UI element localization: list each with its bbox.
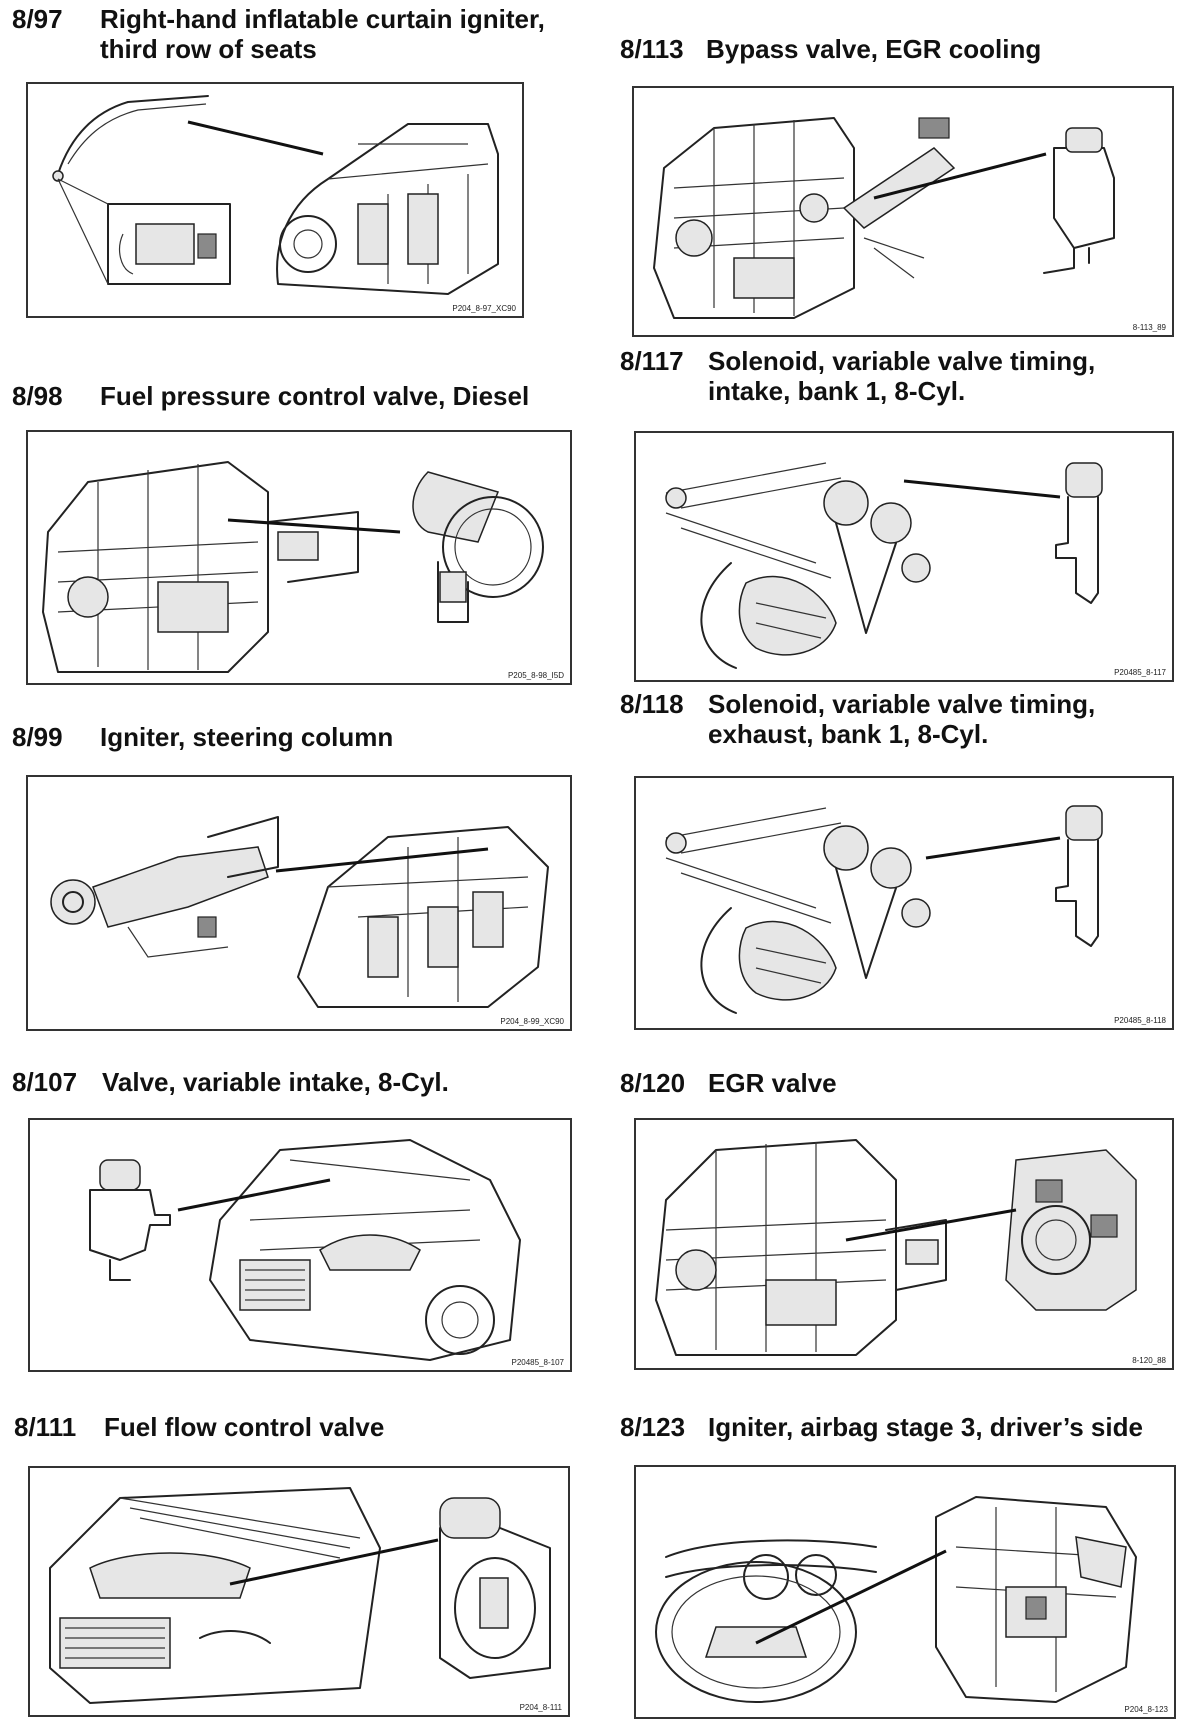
entry-title-line: Bypass valve, EGR cooling [706,34,1042,64]
figure-code: P20485_8-118 [1114,1016,1166,1025]
entry-number: 8/113 [620,34,684,64]
figure-frame-8-118: P20485_8-118 [634,776,1174,1030]
entry-title-line: EGR valve [708,1068,837,1098]
entry-title-line: Right-hand inflatable curtain igniter, [100,4,545,34]
figure-code: 8-120_88 [1132,1356,1166,1365]
figure-code: P20485_8-107 [511,1358,565,1367]
figure-code: P205_8-98_I5D [507,671,564,680]
entry-title-line: Fuel pressure control valve, Diesel [100,381,530,411]
entry-title-line: Valve, variable intake, 8-Cyl. [102,1067,449,1097]
entry-number: 8/107 [12,1067,78,1097]
figure-drawing [665,462,1103,669]
figure-code: P204_8-111 [519,1703,562,1712]
figure-code: 8-113_89 [1132,323,1166,332]
entry-number: 8/98 [12,381,63,411]
figure-code: P204_8-97_XC90 [452,304,516,313]
entry-number: 8/123 [620,1412,686,1442]
figure-frame-8-113: 8-113_89 [632,86,1174,337]
entry-number: 8/97 [12,4,63,34]
entry-number: 8/118 [620,689,684,719]
figure-frame-8-117: P20485_8-117 [634,431,1174,682]
figure-code: P20485_8-117 [1114,668,1166,677]
figure-frame-8-99: P204_8-99_XC90 [26,775,572,1031]
entry-number: 8/99 [12,722,63,752]
entry-number: 8/117 [620,346,684,376]
entry-title-line: exhaust, bank 1, 8-Cyl. [708,719,989,749]
figure-drawing [655,1139,1137,1356]
entry-title-line: intake, bank 1, 8-Cyl. [708,376,966,406]
figure-drawing [49,1487,551,1704]
entry-title-line: Solenoid, variable valve timing, [708,689,1096,719]
figure-drawing [52,95,499,295]
figure-frame-8-97: P204_8-97_XC90 [26,82,524,318]
entry-title-line: third row of seats [100,34,317,64]
figure-drawing [655,1496,1137,1703]
figure-frame-8-123: P204_8-123 [634,1465,1176,1719]
figure-code: P204_8-123 [1124,1705,1168,1714]
figure-frame-8-111: P204_8-111 [28,1466,570,1717]
entry-number: 8/120 [620,1068,686,1098]
figure-drawing [50,816,549,1008]
entry-title-line: Solenoid, variable valve timing, [708,346,1096,376]
figure-frame-8-120: 8-120_88 [634,1118,1174,1370]
figure-drawing [665,805,1103,1014]
figure-code: P204_8-99_XC90 [500,1017,564,1026]
entry-title-line: Igniter, steering column [100,722,394,752]
figure-frame-8-98: P205_8-98_I5D [26,430,572,685]
entry-number: 8/111 [14,1412,77,1442]
figure-drawing [42,461,544,673]
entry-title-line: Igniter, airbag stage 3, driver’s side [708,1412,1143,1442]
figure-drawing [653,117,1115,319]
figure-frame-8-107: P20485_8-107 [28,1118,572,1372]
figure-drawing [89,1139,521,1361]
entry-title-line: Fuel flow control valve [104,1412,385,1442]
